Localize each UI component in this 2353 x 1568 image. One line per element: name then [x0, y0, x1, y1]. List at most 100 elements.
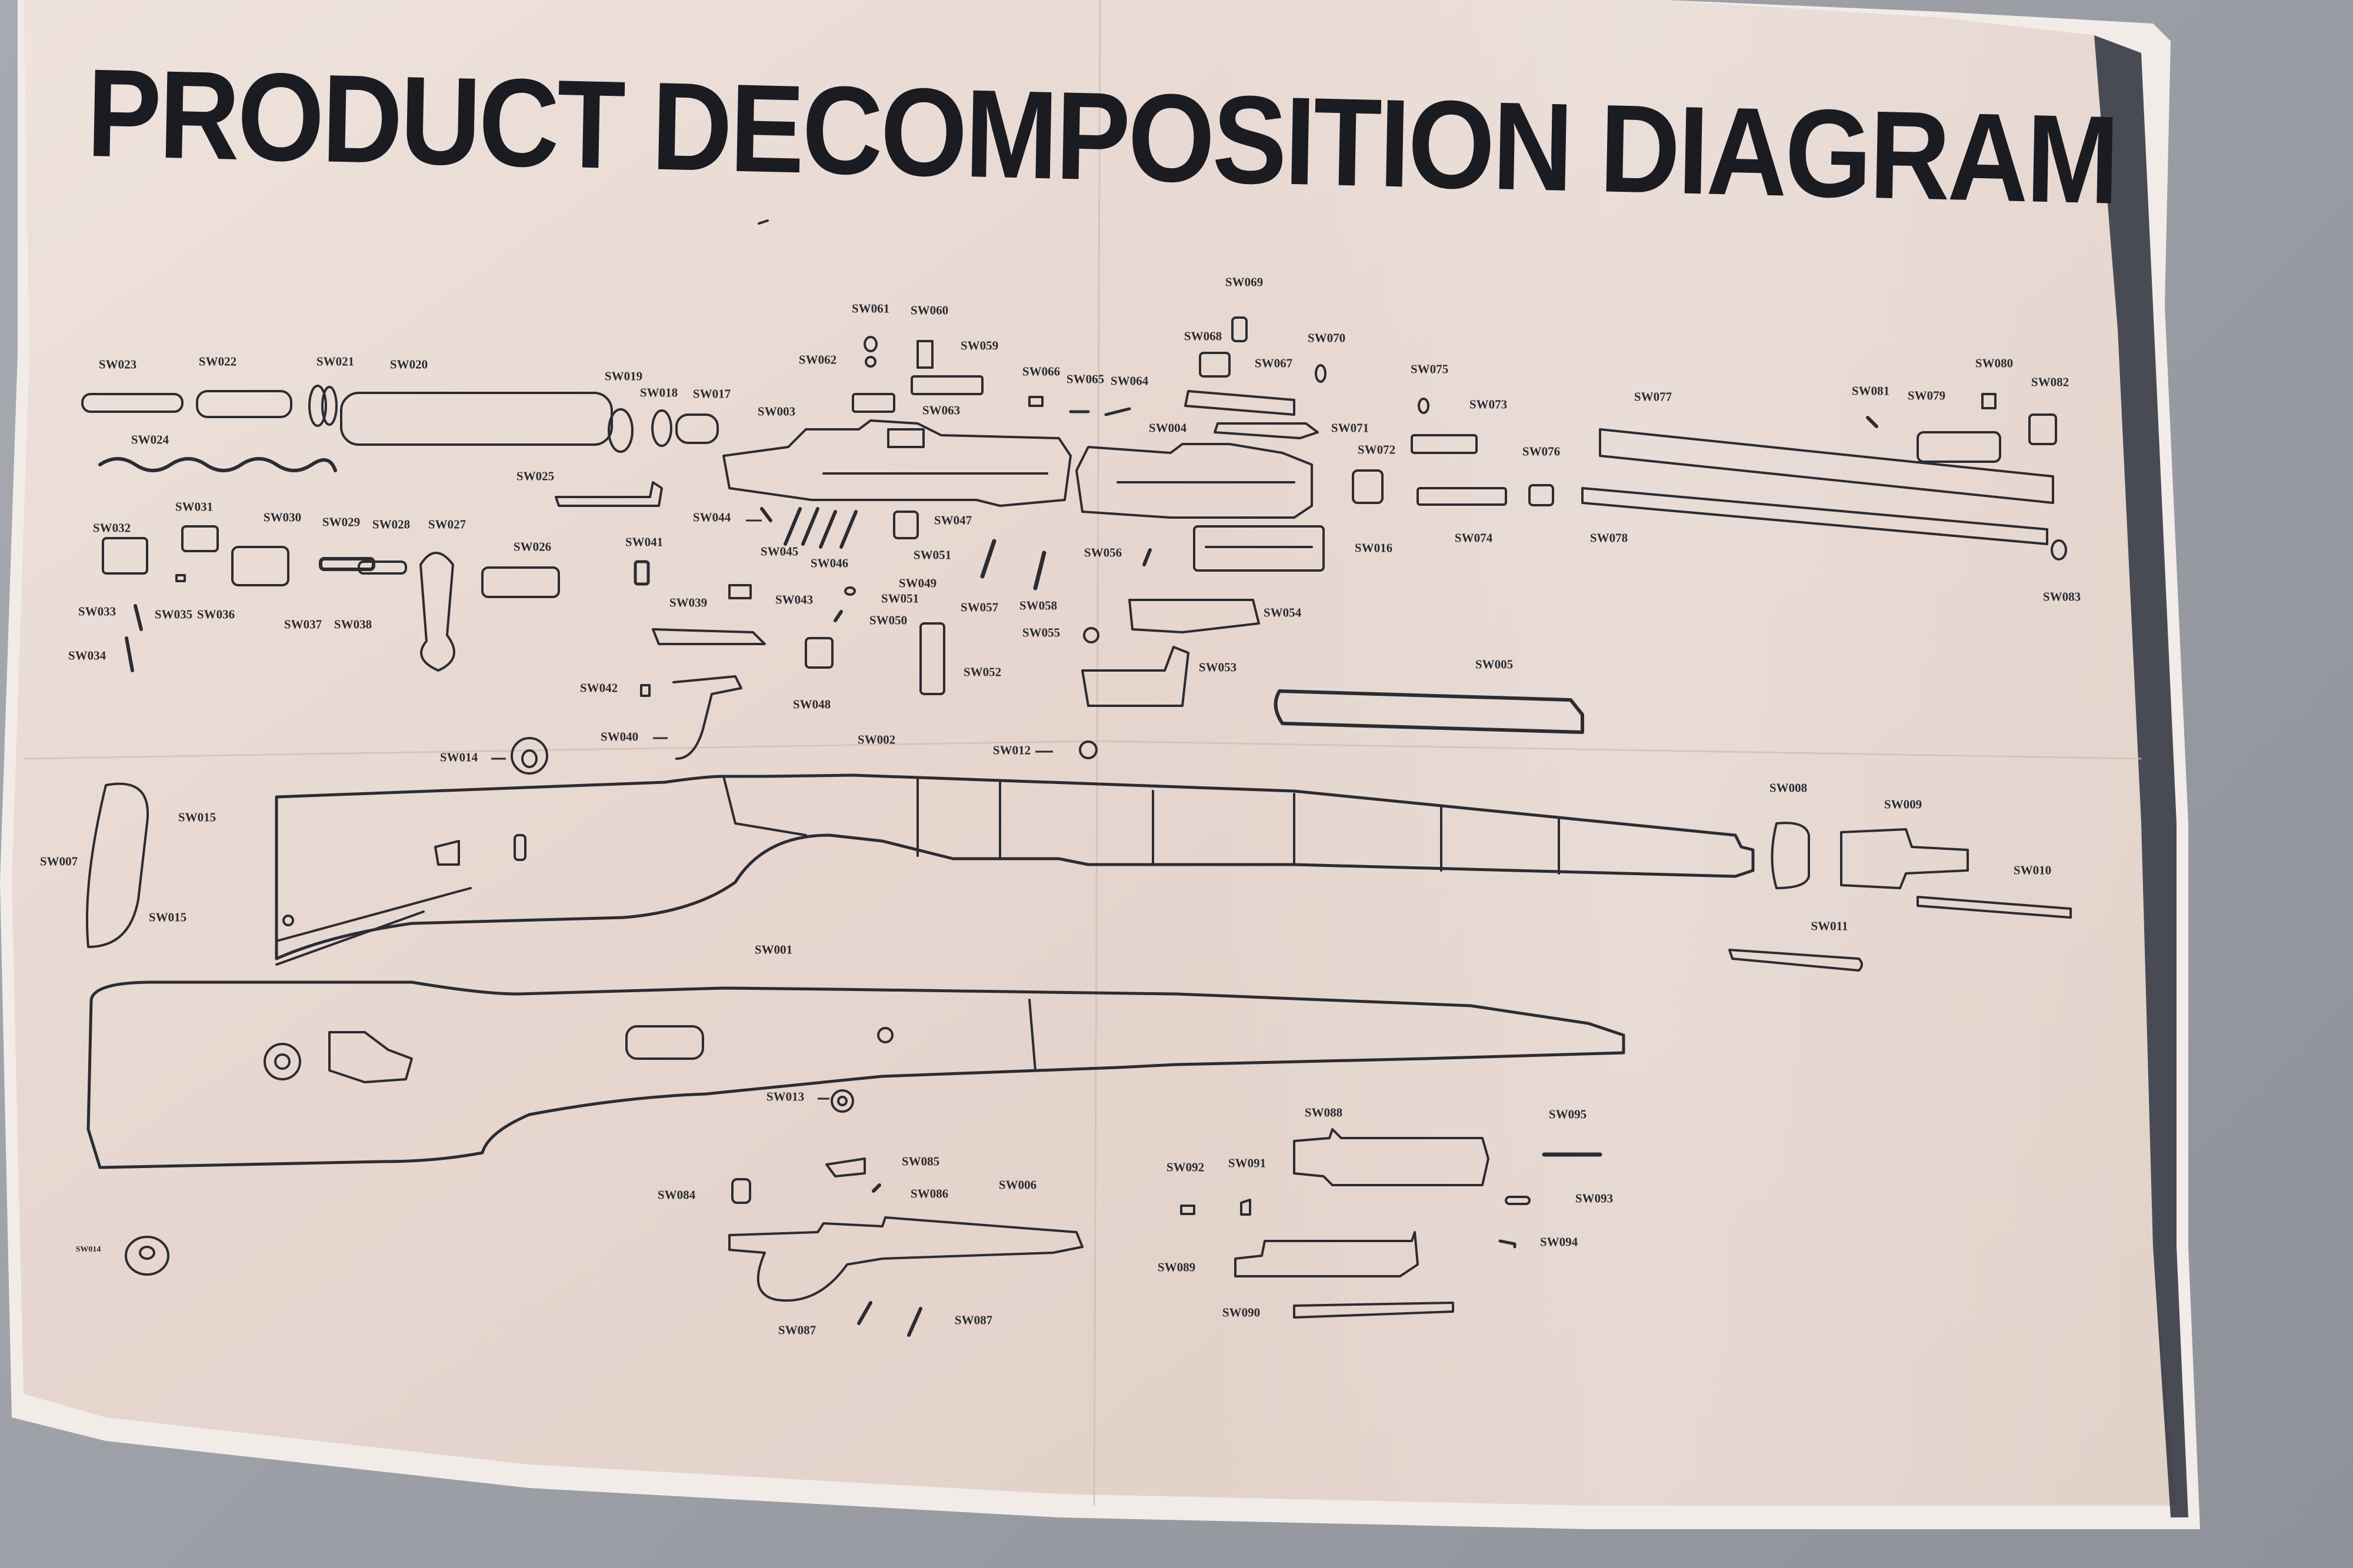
- part-label: SW035: [154, 607, 193, 622]
- part-label: SW070: [1307, 331, 1346, 345]
- part-label: SW051: [881, 591, 919, 606]
- part-label: SW043: [775, 592, 814, 607]
- part-label: SW041: [625, 535, 664, 549]
- part-label: SW055: [1022, 625, 1061, 640]
- part-label: SW014: [75, 1245, 101, 1254]
- part-label: SW073: [1469, 397, 1508, 412]
- part-label: SW078: [1589, 531, 1628, 545]
- part-label: SW087: [954, 1313, 993, 1327]
- part-label: SW083: [2042, 589, 2081, 604]
- part-label: SW008: [1769, 780, 1808, 795]
- part-label: SW087: [778, 1323, 816, 1337]
- part-label: SW019: [604, 369, 643, 383]
- part-label: SW039: [669, 595, 708, 610]
- part-label: SW088: [1304, 1105, 1343, 1120]
- part-label: SW086: [910, 1186, 949, 1201]
- part-label: SW092: [1166, 1160, 1205, 1175]
- part-label: SW054: [1263, 605, 1302, 620]
- part-label: SW084: [657, 1187, 696, 1202]
- part-label: SW057: [960, 600, 999, 615]
- part-label: SW042: [579, 680, 618, 695]
- part-label: SW045: [760, 544, 799, 559]
- part-label: SW028: [372, 517, 411, 532]
- part-label: SW069: [1225, 275, 1264, 289]
- part-label: SW013: [766, 1089, 805, 1104]
- part-label: SW085: [901, 1154, 940, 1169]
- part-label: SW027: [428, 517, 466, 532]
- part-label: SW081: [1851, 383, 1890, 398]
- part-label: SW006: [998, 1177, 1037, 1192]
- part-label: SW012: [992, 743, 1031, 758]
- part-drawings: [81, 219, 2072, 1337]
- part-label: SW062: [798, 352, 837, 367]
- part-label: SW056: [1084, 545, 1122, 560]
- part-label: SW095: [1548, 1107, 1587, 1122]
- part-label: SW058: [1019, 598, 1058, 613]
- part-label: SW046: [810, 556, 849, 571]
- part-label: SW066: [1022, 364, 1061, 379]
- part-label: SW076: [1522, 444, 1561, 459]
- part-label: SW079: [1907, 388, 1946, 403]
- part-label: SW023: [98, 357, 137, 372]
- part-label: SW077: [1634, 389, 1672, 404]
- part-label: SW009: [1884, 797, 1922, 812]
- part-label: SW040: [600, 729, 639, 744]
- part-label: SW002: [857, 732, 896, 747]
- part-label: SW082: [2031, 375, 2069, 389]
- part-label: SW072: [1357, 442, 1396, 457]
- part-label: SW030: [263, 510, 302, 525]
- part-label: SW075: [1410, 362, 1449, 376]
- part-label: SW005: [1475, 657, 1514, 672]
- part-label: SW034: [68, 648, 106, 663]
- part-label: SW091: [1228, 1156, 1267, 1170]
- part-label: SW033: [78, 604, 116, 619]
- part-label: SW094: [1539, 1235, 1578, 1249]
- part-label: SW038: [334, 617, 372, 632]
- part-label: SW090: [1222, 1305, 1261, 1320]
- part-label: SW003: [757, 404, 796, 419]
- part-label: SW044: [692, 510, 731, 525]
- part-label: SW060: [910, 303, 949, 318]
- part-label: SW037: [284, 617, 322, 632]
- part-label: SW059: [960, 338, 999, 353]
- part-label: SW018: [639, 385, 678, 400]
- paper-border-right: [2094, 35, 2188, 1517]
- diagram-title: PRODUCT DECOMPOSITION DIAGRAM: [85, 43, 2118, 231]
- part-label: SW052: [963, 665, 1002, 679]
- part-label: SW036: [196, 607, 235, 622]
- part-label: SW093: [1575, 1191, 1614, 1206]
- part-label: SW067: [1254, 356, 1293, 371]
- part-label: SW010: [2013, 863, 2052, 878]
- part-label: SW074: [1454, 531, 1493, 545]
- part-label: SW065: [1066, 372, 1105, 386]
- part-label: SW022: [198, 354, 237, 369]
- part-label: SW029: [322, 515, 361, 529]
- part-label: SW068: [1184, 329, 1222, 343]
- part-label: SW014: [439, 750, 478, 765]
- part-label: SW021: [316, 354, 355, 369]
- paper-light: [12, 0, 2177, 1506]
- part-label: SW089: [1157, 1260, 1196, 1275]
- part-label: SW049: [898, 576, 937, 590]
- part-label: SW007: [39, 854, 78, 869]
- part-label: SW017: [692, 386, 731, 401]
- part-label: SW004: [1148, 421, 1187, 435]
- part-label: SW080: [1975, 356, 2014, 371]
- part-label: SW061: [851, 301, 890, 316]
- part-label: SW063: [922, 403, 961, 418]
- part-label: SW015: [148, 910, 187, 925]
- part-label: SW031: [175, 499, 214, 514]
- leader-lines: [491, 519, 1053, 1100]
- part-label: SW048: [792, 697, 831, 712]
- part-label: SW053: [1198, 660, 1237, 675]
- part-label: SW020: [389, 357, 428, 372]
- part-label: SW064: [1110, 373, 1149, 388]
- part-label: SW050: [869, 613, 908, 628]
- part-label: SW026: [513, 539, 552, 554]
- part-label: SW047: [934, 513, 972, 528]
- part-label: SW025: [516, 469, 555, 483]
- fold-horizontal: [23, 740, 2142, 760]
- part-label: SW032: [92, 521, 131, 535]
